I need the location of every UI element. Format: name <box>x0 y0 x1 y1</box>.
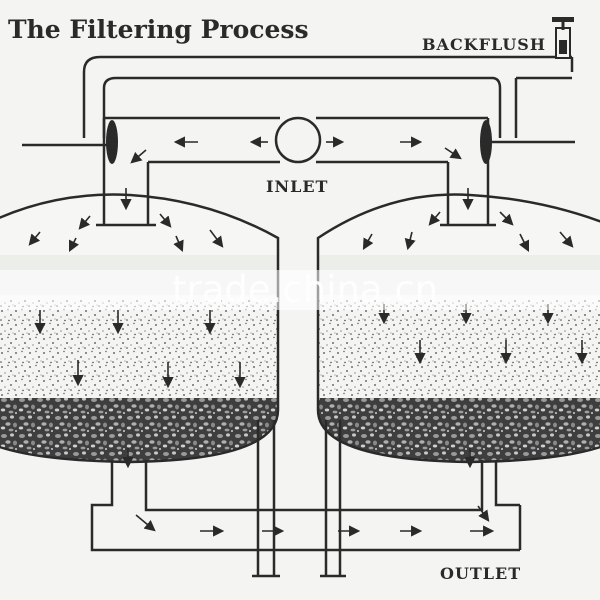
flow-arrows <box>28 136 588 537</box>
right-sand-layer <box>318 300 600 400</box>
left-filter-tank <box>0 193 280 464</box>
inlet-manifold <box>22 116 575 227</box>
left-diverter-valve <box>106 120 118 164</box>
left-sand-layer <box>0 300 278 400</box>
right-filter-tank <box>316 193 600 464</box>
backflush-label: BACKFLUSH <box>422 35 546 54</box>
right-diverter-valve <box>480 120 492 164</box>
outlet-manifold <box>90 420 522 578</box>
watermark-text: trade.china.cn <box>172 268 438 311</box>
inlet-label: INLET <box>266 177 328 196</box>
diagram-title: The Filtering Process <box>8 15 309 44</box>
backflush-valve <box>552 17 574 59</box>
watermark-band: trade.china.cn <box>0 268 600 311</box>
backflush-pipe <box>82 55 574 138</box>
outlet-label: OUTLET <box>440 564 521 583</box>
